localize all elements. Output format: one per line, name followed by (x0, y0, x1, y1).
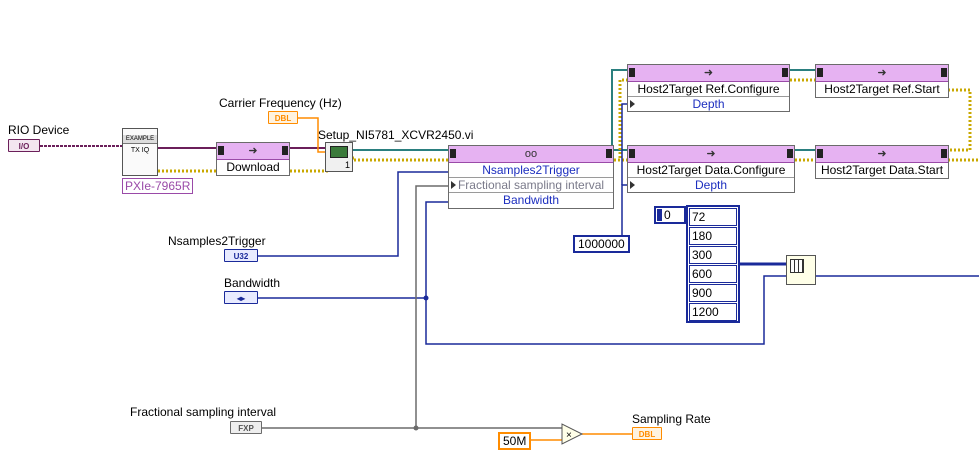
svg-text:×: × (566, 430, 572, 441)
example-badge: EXAMPLE (123, 135, 157, 144)
property-node-header: oo (449, 146, 613, 163)
ref-configure-method-node[interactable]: ➜ Host2Target Ref.Configure Depth (627, 64, 790, 112)
carrier-frequency-terminal-type: DBL (274, 114, 292, 123)
array-element[interactable]: 180 (689, 227, 737, 245)
bandwidth-to-property-wire (425, 201, 450, 298)
multiply-function: × (561, 423, 584, 445)
fractional-sampling-interval-terminal[interactable]: FXP (230, 421, 262, 434)
depth-wire-ref (621, 103, 628, 185)
bandwidth-label: Bandwidth (224, 276, 281, 290)
data-start-header: ➜ (816, 146, 948, 163)
array-index-value: 0 (664, 208, 671, 222)
data-configure-method-name: Host2Target Data.Configure (628, 163, 794, 178)
sampling-rate-terminal[interactable]: DBL (632, 427, 662, 440)
rio-device-terminal[interactable]: I/O (8, 139, 40, 152)
ref-configure-depth-text: Depth (692, 97, 725, 111)
xcvr-icon (330, 146, 348, 158)
invoke-arrow-icon: ➜ (877, 148, 887, 160)
array-element[interactable]: 600 (689, 265, 737, 283)
data-start-method-node[interactable]: ➜ Host2Target Data.Start (815, 145, 949, 179)
depth-constant[interactable]: 1000000 (573, 235, 630, 253)
fractional-sampling-interval-label: Fractional sampling interval (130, 405, 277, 419)
invoke-arrow-icon: ➜ (248, 145, 258, 157)
nsamples2trigger-terminal[interactable]: U32 (224, 249, 258, 262)
rio-device-label: RIO Device (8, 123, 70, 137)
download-node-header: ➜ (217, 143, 289, 160)
fpga-vi-name: TX IQ (130, 147, 150, 154)
carrier-frequency-wire (297, 117, 330, 153)
bandwidth-terminal-type: ◂▸ (236, 294, 246, 303)
fxp-to-property-wire (415, 185, 450, 428)
refnum-to-ref-configure-wire (611, 69, 628, 150)
bandwidth-terminal[interactable]: ◂▸ (224, 291, 258, 304)
invoke-arrow-icon: ➜ (706, 148, 716, 160)
rate-constant[interactable]: 50M (498, 432, 532, 450)
index-spinner-icon (657, 209, 662, 221)
error-wire-8 (948, 88, 972, 152)
input-arrow-icon (451, 181, 456, 189)
nsamples2trigger-label: Nsamples2Trigger (168, 234, 266, 248)
fpga-target-label: PXIe-7965R (122, 178, 194, 194)
array-element[interactable]: 72 (689, 208, 737, 226)
data-configure-depth-text: Depth (694, 178, 728, 192)
input-arrow-icon (630, 181, 635, 189)
property-fractional-sampling-interval-text: Fractional sampling interval (457, 178, 605, 192)
fractional-sampling-interval-terminal-type: FXP (238, 424, 254, 433)
nsamples2trigger-terminal-type: U32 (233, 252, 249, 261)
ref-start-header: ➜ (816, 65, 948, 82)
ref-start-method-name: Host2Target Ref.Start (824, 82, 940, 96)
subvi-output-index: 1 (344, 160, 350, 170)
open-fpga-vi-reference[interactable]: EXAMPLE TX IQ (122, 128, 158, 176)
array-grid-icon (790, 259, 804, 273)
download-method-node[interactable]: ➜ Download (216, 142, 290, 176)
download-method-name: Download (226, 160, 280, 174)
carrier-frequency-terminal[interactable]: DBL (268, 111, 298, 124)
bandwidth-array-constant[interactable]: 72 180 300 600 900 1200 (686, 205, 740, 323)
nsamples-wire (258, 171, 450, 257)
sampling-rate-terminal-type: DBL (638, 430, 656, 439)
sampling-rate-label: Sampling Rate (632, 412, 711, 426)
input-arrow-icon (630, 100, 635, 108)
ref-configure-depth[interactable]: Depth (628, 97, 789, 111)
bandwidth-to-index-wire (425, 275, 788, 345)
property-bandwidth[interactable]: Bandwidth (502, 193, 560, 207)
setup-vi-label: Setup_NI5781_XCVR2450.vi (318, 128, 474, 142)
index-array-function[interactable] (786, 255, 816, 285)
array-element[interactable]: 1200 (689, 303, 737, 321)
array-element[interactable]: 300 (689, 246, 737, 264)
array-index-display[interactable]: 0 (654, 206, 686, 224)
data-start-method-name: Host2Target Data.Start (820, 163, 944, 177)
carrier-frequency-label: Carrier Frequency (Hz) (219, 96, 342, 110)
setup-subvi-icon[interactable]: 1 (325, 142, 353, 172)
ref-configure-method-name: Host2Target Ref.Configure (628, 82, 789, 97)
fpga-property-node[interactable]: oo Nsamples2Trigger Fractional sampling … (448, 145, 614, 209)
property-fractional-sampling-interval[interactable]: Fractional sampling interval (449, 178, 613, 193)
rio-device-terminal-type: I/O (18, 142, 30, 151)
data-configure-depth[interactable]: Depth (628, 178, 794, 192)
data-configure-header: ➜ (628, 146, 794, 163)
invoke-arrow-icon: ➜ (877, 67, 887, 79)
data-configure-method-node[interactable]: ➜ Host2Target Data.Configure Depth (627, 145, 795, 193)
error-wire-5 (614, 78, 628, 162)
glasses-icon: oo (524, 148, 538, 160)
property-nsamples2trigger[interactable]: Nsamples2Trigger (449, 163, 613, 178)
ref-start-method-node[interactable]: ➜ Host2Target Ref.Start (815, 64, 949, 98)
invoke-arrow-icon: ➜ (703, 67, 714, 79)
array-element[interactable]: 900 (689, 284, 737, 302)
ref-configure-header: ➜ (628, 65, 789, 82)
